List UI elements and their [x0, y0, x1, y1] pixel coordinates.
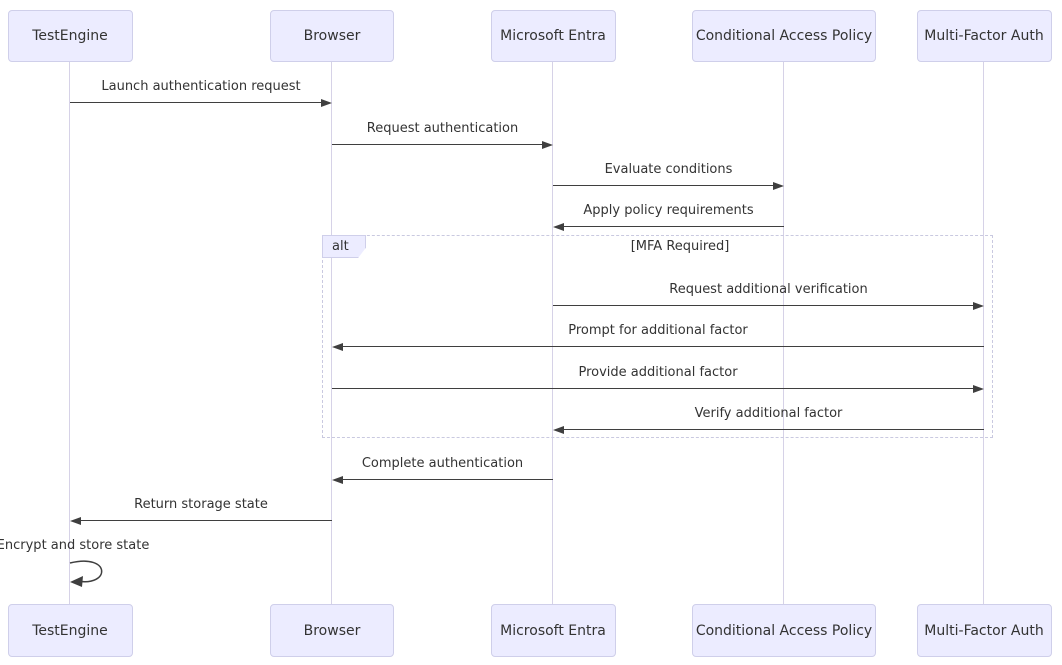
actor-bottom-multi-factor-auth: Multi-Factor Auth [916, 604, 1052, 657]
alt-fragment-label: alt [322, 235, 366, 258]
lifeline-testengine [69, 62, 71, 605]
alt-fragment [322, 235, 993, 438]
arrowhead-icon-6 [973, 384, 984, 393]
self-message-label: Encrypt and store state [0, 538, 150, 553]
actor-bottom-browser: Browser [270, 604, 394, 657]
actor-top-conditional-access-policy: Conditional Access Policy [692, 10, 876, 62]
arrowhead-icon-1 [542, 140, 553, 149]
arrowhead-icon-2 [773, 181, 784, 190]
self-loop-icon [69, 560, 103, 587]
message-label-4: Request additional verification [669, 282, 868, 297]
arrowhead-icon-0 [321, 98, 332, 107]
arrowhead-icon-7 [553, 425, 564, 434]
message-line-5 [342, 346, 984, 348]
message-label-5: Prompt for additional factor [568, 323, 748, 338]
message-label-6: Provide additional factor [578, 365, 738, 380]
actor-bottom-microsoft-entra: Microsoft Entra [490, 604, 616, 657]
actor-bottom-testengine: TestEngine [7, 604, 133, 657]
message-line-9 [80, 520, 332, 522]
actor-bottom-conditional-access-policy: Conditional Access Policy [692, 604, 876, 657]
lifeline-microsoft-entra [552, 62, 554, 605]
arrowhead-icon-9 [70, 516, 81, 525]
message-line-7 [563, 429, 984, 431]
message-line-4 [553, 305, 974, 307]
lifeline-conditional-access-policy [783, 62, 785, 605]
message-line-6 [332, 388, 974, 390]
message-label-3: Apply policy requirements [583, 203, 754, 218]
message-label-0: Launch authentication request [101, 79, 301, 94]
message-line-0 [70, 102, 322, 104]
message-label-2: Evaluate conditions [604, 162, 733, 177]
alt-fragment-condition: [MFA Required] [630, 239, 730, 254]
message-line-8 [342, 479, 553, 481]
arrowhead-icon-4 [973, 301, 984, 310]
message-label-7: Verify additional factor [694, 406, 843, 421]
message-line-1 [332, 144, 543, 146]
arrowhead-icon-3 [553, 222, 564, 231]
message-line-2 [553, 185, 774, 187]
self-loop-arrow [69, 556, 127, 596]
actor-top-testengine: TestEngine [7, 10, 133, 62]
message-label-8: Complete authentication [361, 456, 524, 471]
message-label-1: Request authentication [366, 121, 519, 136]
actor-top-browser: Browser [270, 10, 394, 62]
lifeline-multi-factor-auth [983, 62, 985, 605]
lifeline-browser [331, 62, 333, 605]
message-line-3 [563, 226, 784, 228]
actor-top-multi-factor-auth: Multi-Factor Auth [916, 10, 1052, 62]
actor-top-microsoft-entra: Microsoft Entra [490, 10, 616, 62]
message-label-9: Return storage state [134, 497, 268, 512]
arrowhead-icon-5 [332, 342, 343, 351]
arrowhead-icon-8 [332, 475, 343, 484]
